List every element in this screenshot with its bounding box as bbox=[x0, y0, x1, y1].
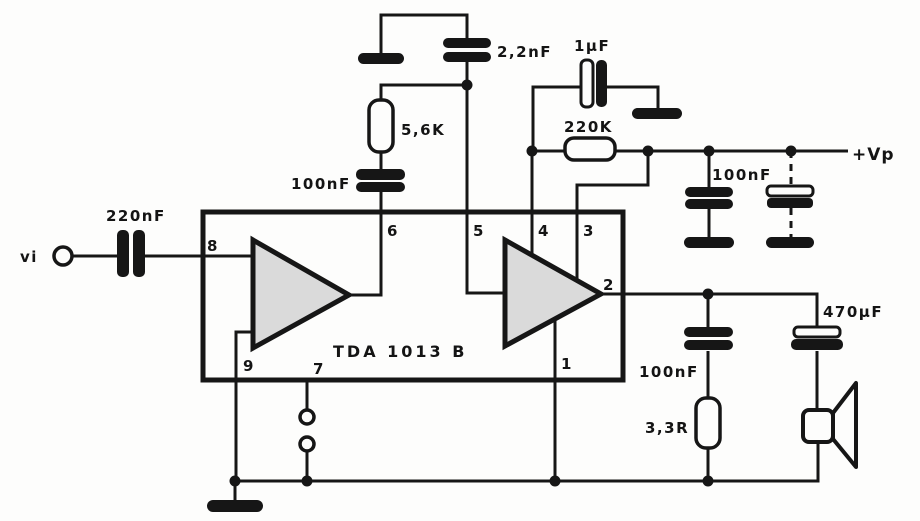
cap-100nf-pin6-label: 100nF bbox=[291, 175, 351, 193]
resistor-3r3 bbox=[694, 396, 722, 450]
ic-outline bbox=[200, 209, 626, 383]
cap-plate bbox=[133, 230, 145, 277]
junction-dot bbox=[229, 475, 241, 487]
junction-dot bbox=[702, 288, 714, 300]
wire-amp1-out-pin6 bbox=[349, 192, 383, 297]
cap-plate-positive bbox=[579, 58, 595, 109]
ic-pin-label-2: 2 bbox=[603, 276, 613, 294]
ground-bar-main bbox=[207, 500, 263, 512]
wire-1uf-right bbox=[607, 85, 660, 108]
ic-pin-label-6: 6 bbox=[387, 222, 397, 240]
wire-ground-bus bbox=[235, 442, 820, 483]
cap-plate bbox=[791, 339, 843, 350]
ic-pin-label-9: 9 bbox=[243, 357, 253, 375]
cap-plate bbox=[356, 169, 405, 180]
ic-pin-label-8: 8 bbox=[207, 237, 217, 255]
capacitor-100nf-decouple bbox=[685, 187, 733, 209]
capacitor-100nf-pin6 bbox=[356, 169, 405, 192]
ground-bar-1uf bbox=[632, 108, 682, 119]
wire-pin5-column bbox=[465, 62, 505, 295]
speaker bbox=[801, 381, 858, 469]
volume-terminal-lower bbox=[298, 435, 316, 453]
ic-pin-label-7: 7 bbox=[313, 360, 323, 378]
cap-plate bbox=[356, 182, 405, 192]
capacitor-optional-electrolytic bbox=[765, 184, 815, 208]
wires bbox=[72, 13, 848, 500]
amp1-triangle bbox=[250, 235, 355, 353]
cap-plate bbox=[684, 340, 733, 350]
input-label: vi bbox=[20, 248, 38, 266]
cap-plate bbox=[596, 60, 607, 107]
junction-dot bbox=[642, 145, 654, 157]
cap-plate bbox=[443, 52, 491, 62]
wire-top-bracket bbox=[379, 13, 469, 53]
junction-dot bbox=[702, 475, 714, 487]
cap-plate bbox=[443, 38, 491, 48]
cap-100nf-decouple-label: 100nF bbox=[712, 166, 772, 184]
speaker-cone bbox=[831, 381, 858, 469]
junction-dot bbox=[301, 475, 313, 487]
cap-plate bbox=[684, 327, 733, 337]
resistor-220k bbox=[563, 136, 617, 162]
capacitor-100nf-zobel bbox=[684, 327, 733, 350]
volume-terminal-upper bbox=[298, 408, 316, 426]
resistor-220k-label: 220K bbox=[564, 118, 613, 136]
junction-dot bbox=[703, 145, 715, 157]
ic-pin-label-3: 3 bbox=[583, 222, 593, 240]
capacitor-220nf bbox=[117, 230, 145, 277]
ic-part-number: TDA 1013 B bbox=[333, 342, 467, 361]
resistor-3r3-label: 3,3R bbox=[645, 419, 689, 437]
cap-100nf-zobel-label: 100nF bbox=[639, 363, 699, 381]
capacitor-2n2 bbox=[443, 38, 491, 62]
ground-bar-top bbox=[358, 53, 404, 64]
resistor-5k6 bbox=[367, 98, 395, 154]
junction-dot bbox=[461, 79, 473, 91]
cap-plate bbox=[685, 187, 733, 197]
supply-rail-label: +Vp bbox=[852, 145, 895, 165]
wire-pin3-step bbox=[575, 151, 650, 284]
speaker-driver bbox=[801, 408, 835, 444]
junction-dot bbox=[549, 475, 561, 487]
cap-2n2-label: 2,2nF bbox=[497, 43, 552, 61]
wire-feedback-node bbox=[379, 83, 467, 100]
wire-output bbox=[601, 292, 819, 327]
capacitor-1uf bbox=[579, 58, 607, 109]
ic-pin-label-5: 5 bbox=[473, 222, 483, 240]
junction-dot bbox=[785, 145, 797, 157]
cap-plate bbox=[685, 199, 733, 209]
cap-plate-positive bbox=[765, 184, 815, 198]
wire-pin9 bbox=[234, 330, 253, 481]
amp2-triangle bbox=[502, 235, 607, 351]
ground-bar-optional bbox=[766, 237, 814, 248]
cap-1uf-label: 1µF bbox=[574, 37, 610, 55]
junction-dots bbox=[229, 79, 797, 487]
cap-220nf-label: 220nF bbox=[106, 207, 166, 225]
wire-1uf-left bbox=[531, 85, 582, 151]
cap-plate bbox=[767, 198, 813, 208]
input-terminal bbox=[52, 245, 74, 267]
cap-plate-positive bbox=[792, 325, 842, 339]
junction-dot bbox=[526, 145, 538, 157]
resistor-5k6-label: 5,6K bbox=[401, 121, 445, 139]
ground-bar-decouple bbox=[684, 237, 734, 248]
cap-plate bbox=[117, 230, 129, 277]
cap-470uf-label: 470µF bbox=[823, 303, 883, 321]
capacitor-470uf bbox=[791, 325, 843, 350]
ic-pin-label-1: 1 bbox=[561, 355, 571, 373]
ic-pin-label-4: 4 bbox=[538, 222, 548, 240]
